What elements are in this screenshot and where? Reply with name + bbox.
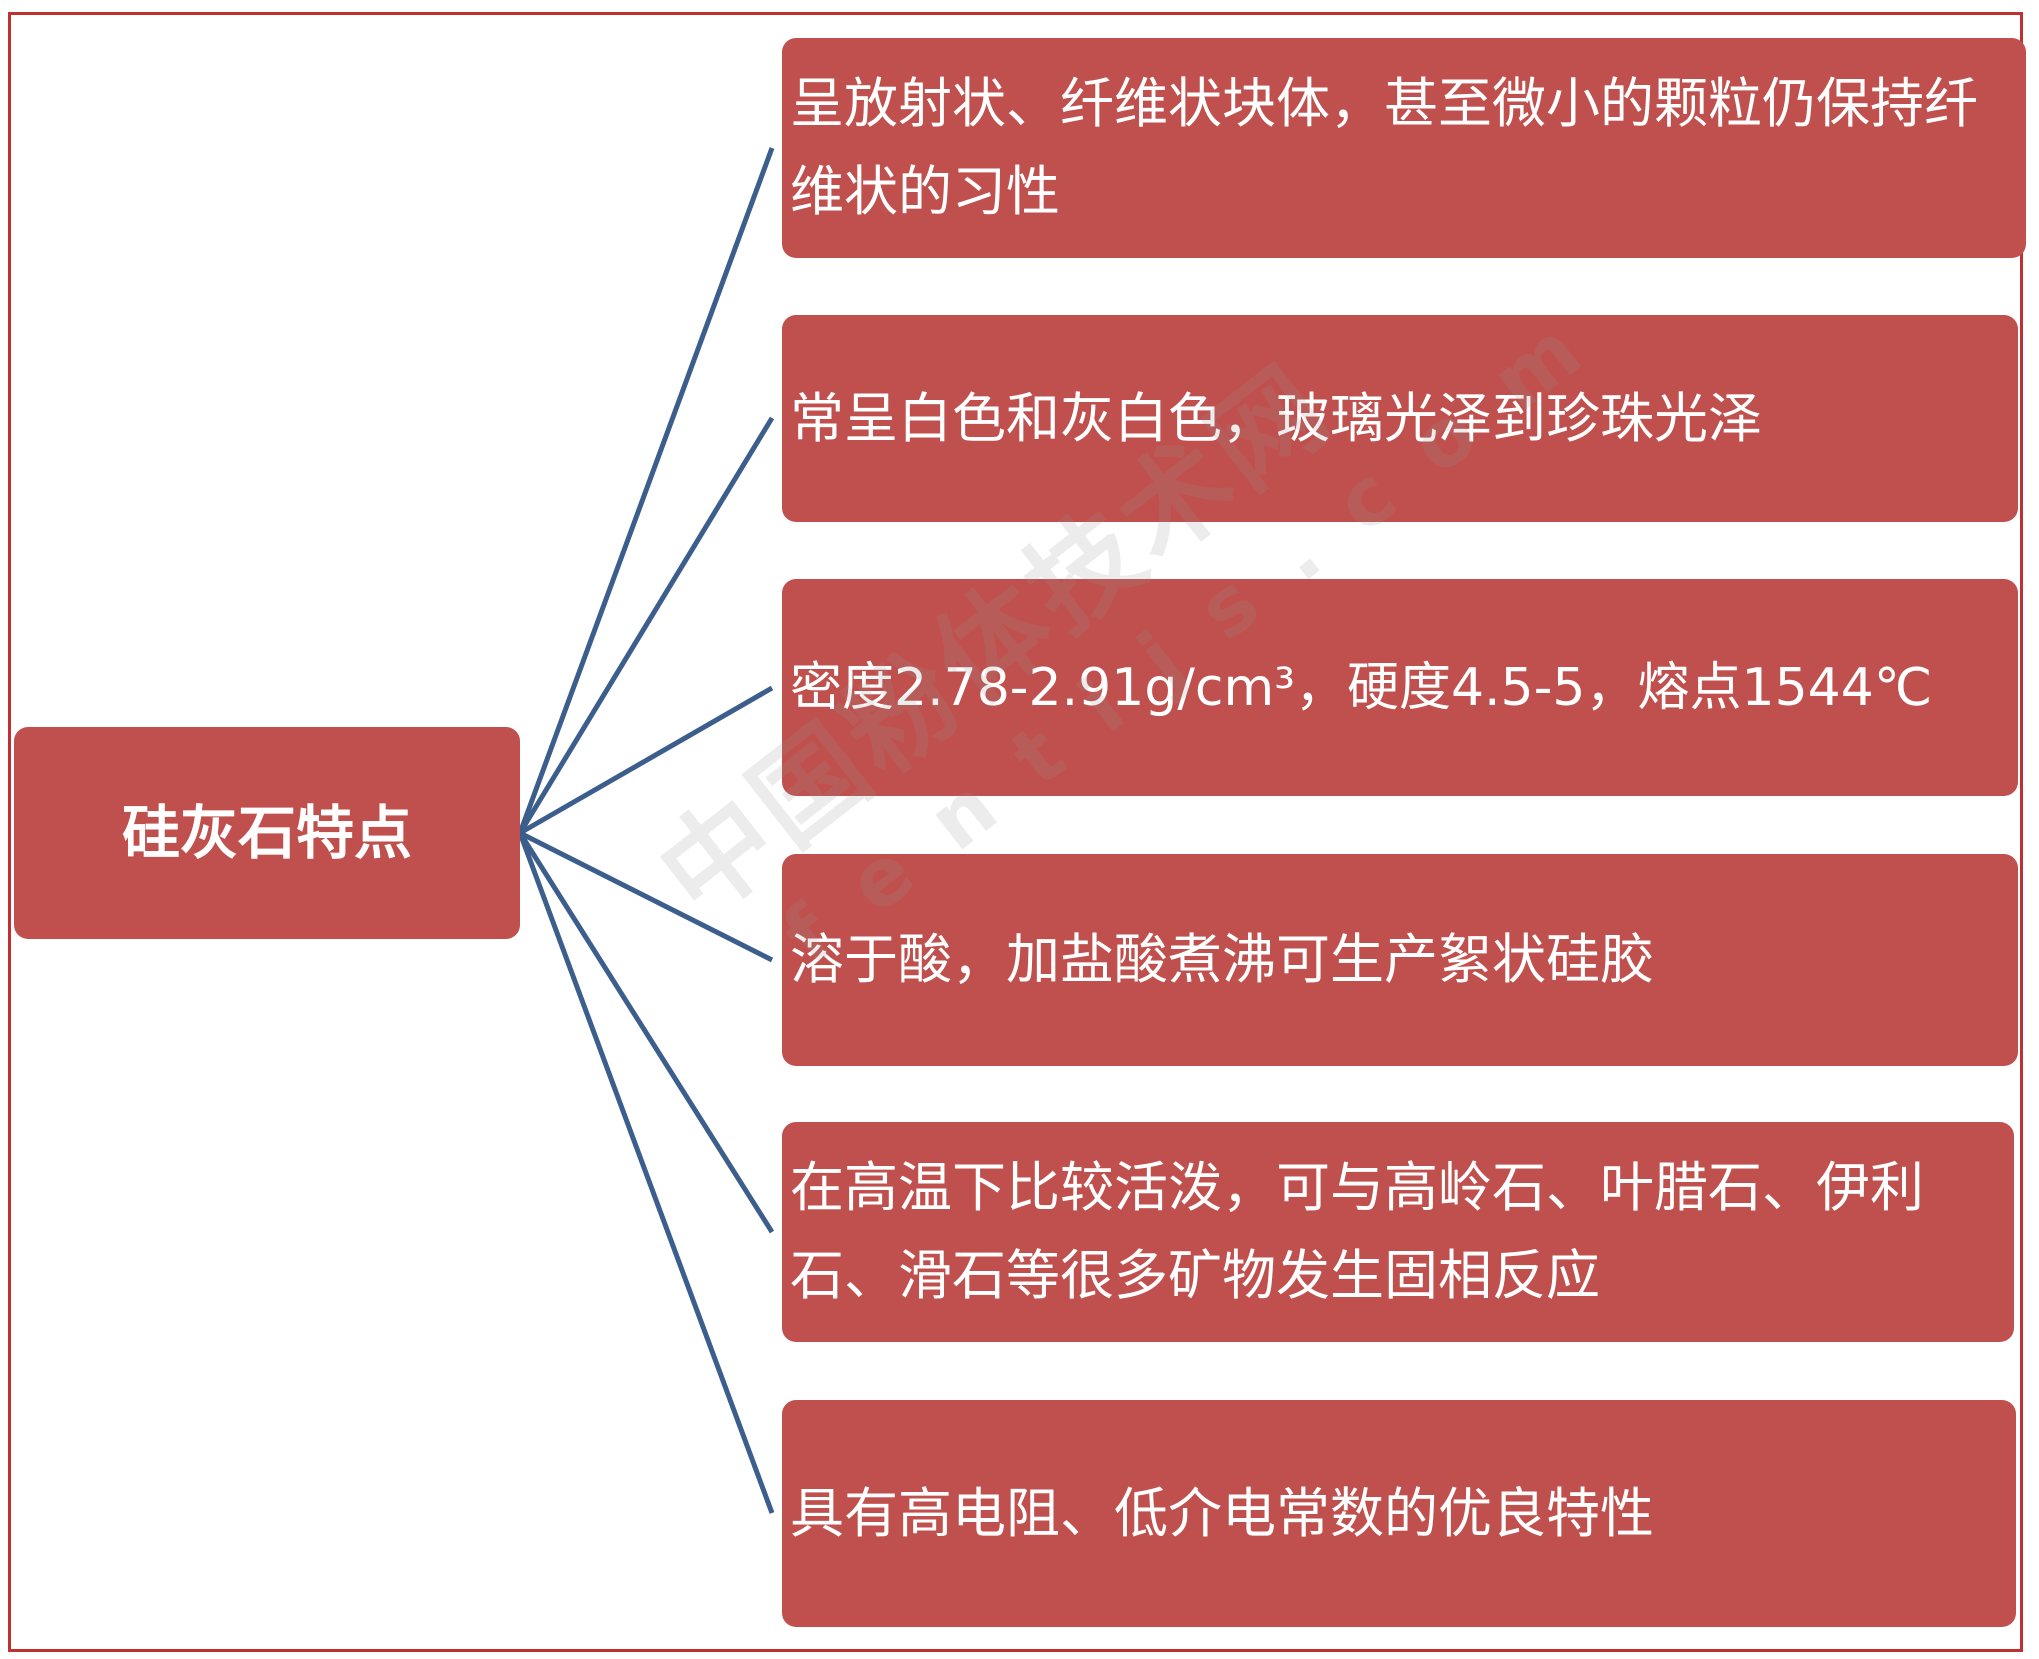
- feature-box-2: 常呈白色和灰白色，玻璃光泽到珍珠光泽: [782, 315, 2018, 522]
- feature-text-4: 溶于酸，加盐酸煮沸可生产絮状硅胶: [790, 928, 1654, 991]
- connector-line-5: [517, 831, 775, 1234]
- feature-box-6: 具有高电阻、低介电常数的优良特性: [782, 1400, 2016, 1627]
- feature-box-5: 在高温下比较活泼，可与高岭石、叶腊石、伊利石、滑石等很多矿物发生固相反应: [782, 1122, 2014, 1342]
- root-node-label: 硅灰石特点: [121, 799, 412, 867]
- connector-line-1: [517, 147, 775, 834]
- diagram-frame: [8, 12, 2023, 1652]
- feature-text-3: 密度2.78-2.91g/cm³，硬度4.5-5，熔点1544℃: [790, 657, 1933, 718]
- feature-text-1: 呈放射状、纤维状块体，甚至微小的颗粒仍保持纤维状的习性: [790, 72, 1978, 223]
- connector-line-6: [517, 832, 775, 1514]
- connector-line-2: [517, 416, 775, 835]
- connector-line-4: [518, 830, 774, 963]
- connector-line-3: [518, 685, 774, 836]
- feature-box-3: 密度2.78-2.91g/cm³，硬度4.5-5，熔点1544℃: [782, 579, 2018, 796]
- feature-box-1: 呈放射状、纤维状块体，甚至微小的颗粒仍保持纤维状的习性: [782, 38, 2026, 258]
- root-node: 硅灰石特点: [14, 727, 520, 939]
- feature-box-4: 溶于酸，加盐酸煮沸可生产絮状硅胶: [782, 854, 2018, 1066]
- feature-text-2: 常呈白色和灰白色，玻璃光泽到珍珠光泽: [790, 386, 1762, 450]
- feature-text-6: 具有高电阻、低介电常数的优良特性: [790, 1481, 1654, 1545]
- feature-text-5: 在高温下比较活泼，可与高岭石、叶腊石、伊利石、滑石等很多矿物发生固相反应: [790, 1156, 1924, 1307]
